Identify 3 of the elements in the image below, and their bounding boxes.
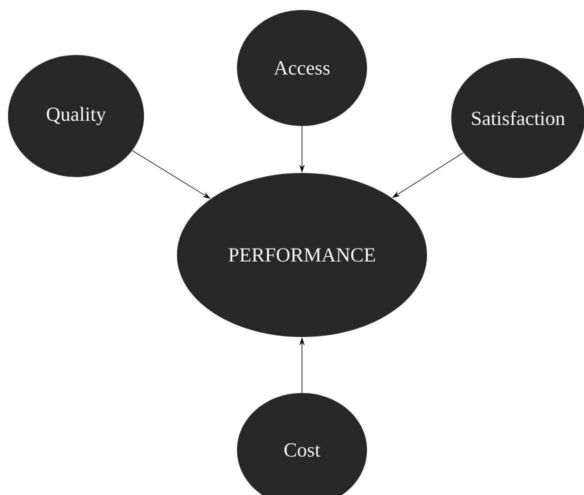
ellipse-node: Quality: [8, 55, 144, 177]
ellipse-node: PERFORMANCE: [177, 173, 427, 337]
ellipse-node: Access: [237, 10, 367, 126]
